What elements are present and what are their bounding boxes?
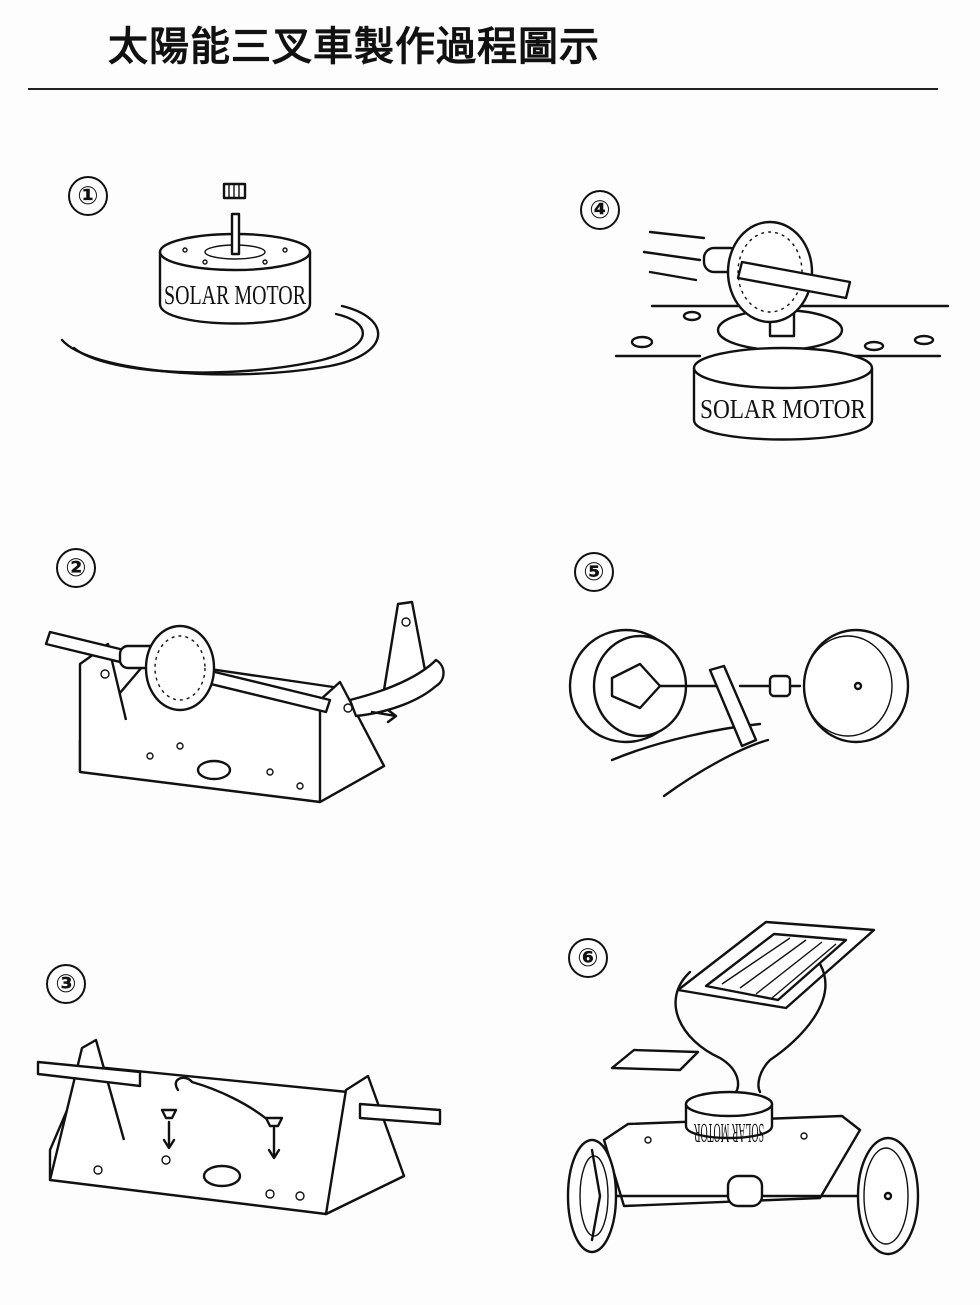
step-6-finished-car-illustration: SOLAR MOTOR <box>566 920 920 1256</box>
step-4-motor-label: SOLAR MOTOR <box>700 394 866 424</box>
step-3-chassis-illustration <box>36 1038 442 1216</box>
step-3-number: ③ <box>46 964 86 1004</box>
step-5-wheels-illustration <box>568 628 910 798</box>
step-4-gear-assembly-illustration: SOLAR MOTOR <box>614 220 950 441</box>
step-5-number: ⑤ <box>574 552 614 592</box>
step-1-motor-label: SOLAR MOTOR <box>164 280 306 310</box>
step-2-number: ② <box>56 548 96 588</box>
step-1-number: ① <box>68 176 108 216</box>
step-4-number: ④ <box>580 190 620 230</box>
title-divider <box>28 88 938 90</box>
step-2-chassis-illustration <box>44 600 445 804</box>
page-title: 太陽能三叉車製作過程圖示 <box>108 24 600 70</box>
step-6-motor-label: SOLAR MOTOR <box>694 1118 764 1148</box>
step-6-number: ⑥ <box>568 938 608 978</box>
step-1-motor-illustration: SOLAR MOTOR <box>60 182 380 376</box>
